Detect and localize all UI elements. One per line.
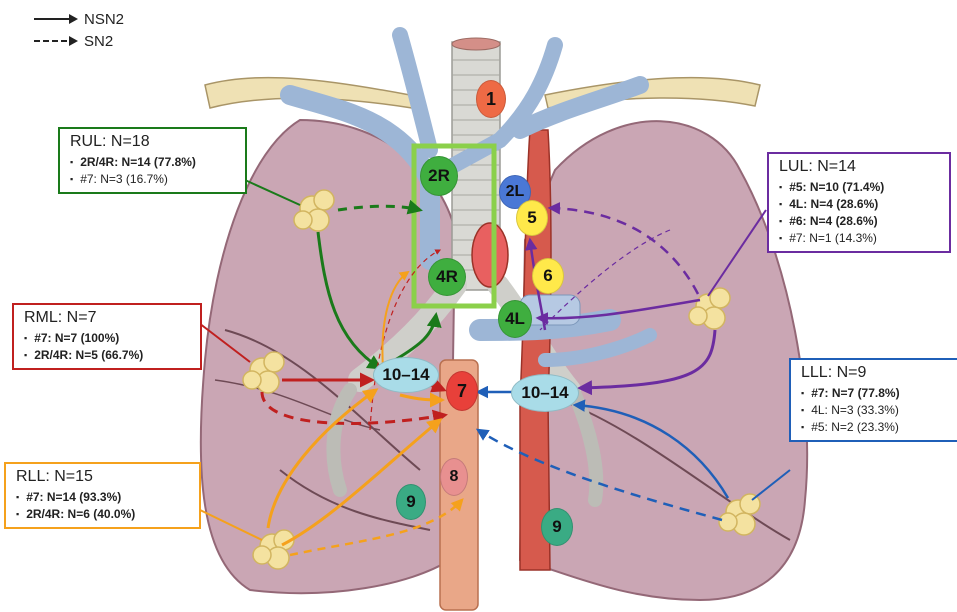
lymph-node-station-10-14-right: 10–14 [373,357,439,393]
legend-label: NSN2 [84,10,125,28]
box-item: #6: N=4 (28.6%) [779,213,941,230]
lymph-node-station-4r: 4R [428,258,466,296]
rul-info-box: RUL: N=18 2R/4R: N=14 (77.8%) #7: N=3 (1… [58,127,247,194]
box-title: LUL: N=14 [779,158,856,175]
box-item: #7: N=3 (16.7%) [70,171,237,188]
lymph-node-station-8: 8 [440,458,468,496]
box-item: 2R/4R: N=6 (40.0%) [16,506,191,523]
box-item: #7: N=7 (77.8%) [801,385,949,402]
solid-arrow-icon [34,14,78,24]
lymph-node-station-7: 7 [446,371,478,411]
tumor-lul [688,287,731,330]
legend: NSN2 SN2 [34,8,124,52]
tumor-lll [718,493,761,536]
box-item: #7: N=1 (14.3%) [779,230,941,247]
rml-info-box: RML: N=7 #7: N=7 (100%) 2R/4R: N=5 (66.7… [12,303,202,370]
box-title: LLL: N=9 [801,364,867,381]
dashed-arrow-icon [34,36,78,46]
legend-item-dashed: SN2 [34,30,124,52]
legend-label: SN2 [84,32,114,50]
legend-item-solid: NSN2 [34,8,124,30]
box-item: 2R/4R: N=5 (66.7%) [24,347,192,364]
box-item: 4L: N=3 (33.3%) [801,402,949,419]
lul-info-box: LUL: N=14 #5: N=10 (71.4%) 4L: N=4 (28.6… [767,152,951,253]
box-item: #7: N=14 (93.3%) [16,489,191,506]
tumor-rll [252,529,295,570]
2r-4r-highlight [411,143,497,309]
lymph-node-station-9-left: 9 [541,508,573,546]
lymph-node-station-1: 1 [476,80,506,118]
box-item: #5: N=10 (71.4%) [779,179,941,196]
lymph-node-station-5: 5 [516,200,548,236]
lymph-node-station-2r: 2R [420,156,458,196]
lymph-node-station-4l: 4L [498,300,532,338]
box-title: RML: N=7 [24,309,97,326]
box-title: RLL: N=15 [16,468,93,485]
box-item: #5: N=2 (23.3%) [801,419,949,436]
lymph-node-station-9-right: 9 [396,484,426,520]
box-item: #7: N=7 (100%) [24,330,192,347]
tumor-rml [242,351,285,394]
rll-info-box: RLL: N=15 #7: N=14 (93.3%) 2R/4R: N=6 (4… [4,462,201,529]
tumor-rul [293,189,335,232]
box-item: 2R/4R: N=14 (77.8%) [70,154,237,171]
lymph-node-station-6: 6 [532,258,564,294]
lll-info-box: LLL: N=9 #7: N=7 (77.8%) 4L: N=3 (33.3%)… [789,358,957,442]
box-title: RUL: N=18 [70,133,150,150]
lymph-node-station-10-14-left: 10–14 [511,374,579,412]
box-item: 4L: N=4 (28.6%) [779,196,941,213]
